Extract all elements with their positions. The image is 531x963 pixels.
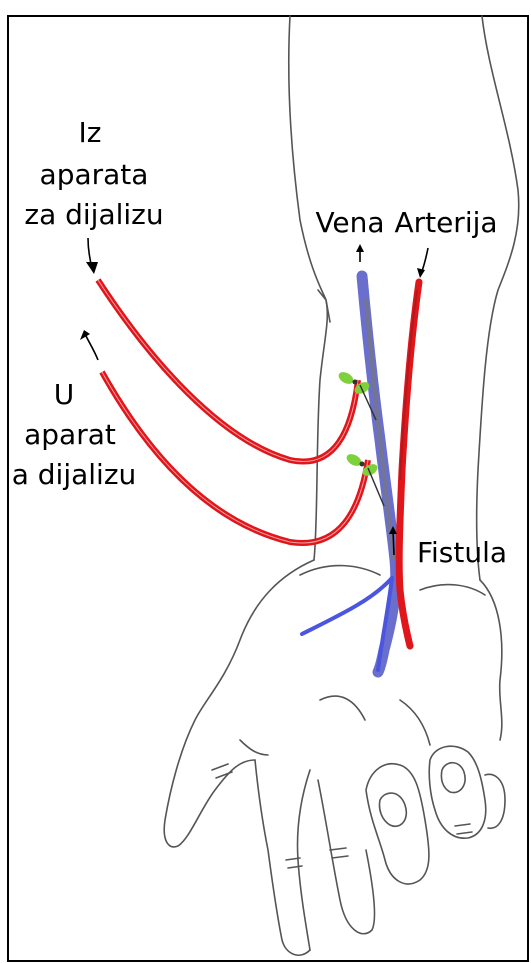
finger-5	[485, 774, 505, 828]
forearm-right-edge	[477, 16, 519, 580]
vein	[302, 276, 396, 672]
label-to-machine-line2: aparat	[24, 418, 116, 451]
palm-right-edge	[480, 580, 502, 740]
finger-4-nail	[441, 763, 465, 793]
arm-hand-outline	[164, 16, 519, 955]
finger-crease-1	[286, 858, 302, 868]
arrow-artery	[417, 248, 428, 278]
palm-crease-2	[400, 700, 430, 745]
tube-from-machine	[98, 280, 358, 462]
palm-crease-1	[320, 696, 365, 720]
label-from-machine-line2: aparata	[40, 158, 149, 191]
label-to-machine-line3: a dijalizu	[12, 458, 137, 491]
arrow-from-machine	[86, 238, 98, 274]
label-to-machine-line1: U	[54, 378, 75, 411]
vein-grey-section	[366, 300, 394, 560]
arrow-to-machine	[80, 330, 98, 360]
thumb	[255, 760, 310, 955]
label-fistula: Fistula	[417, 536, 507, 569]
label-artery: Arterija	[394, 206, 497, 239]
forearm-left-edge	[289, 16, 328, 560]
finger-3	[366, 764, 429, 884]
palm-left-edge	[164, 560, 314, 847]
tube-to-machine	[102, 372, 368, 543]
finger-3-nail	[379, 793, 406, 826]
label-from-machine-line1: Iz	[79, 116, 102, 149]
label-from-machine-line3: za dijalizu	[24, 198, 163, 231]
finger-crease-2	[455, 824, 472, 834]
artery	[399, 282, 419, 646]
finger-1	[298, 770, 311, 950]
wrist-crease	[300, 566, 380, 575]
label-vein: Vena	[315, 206, 384, 239]
vein-branch-left	[302, 578, 392, 634]
needle-clamp-lower	[345, 452, 380, 479]
wrist-crease-2	[420, 585, 485, 595]
thumb-crease	[240, 740, 268, 755]
tube-from-machine-highlight	[98, 280, 358, 462]
artery-main	[399, 282, 419, 646]
arrow-vein	[356, 244, 364, 262]
thumb-crease-2	[212, 764, 232, 778]
